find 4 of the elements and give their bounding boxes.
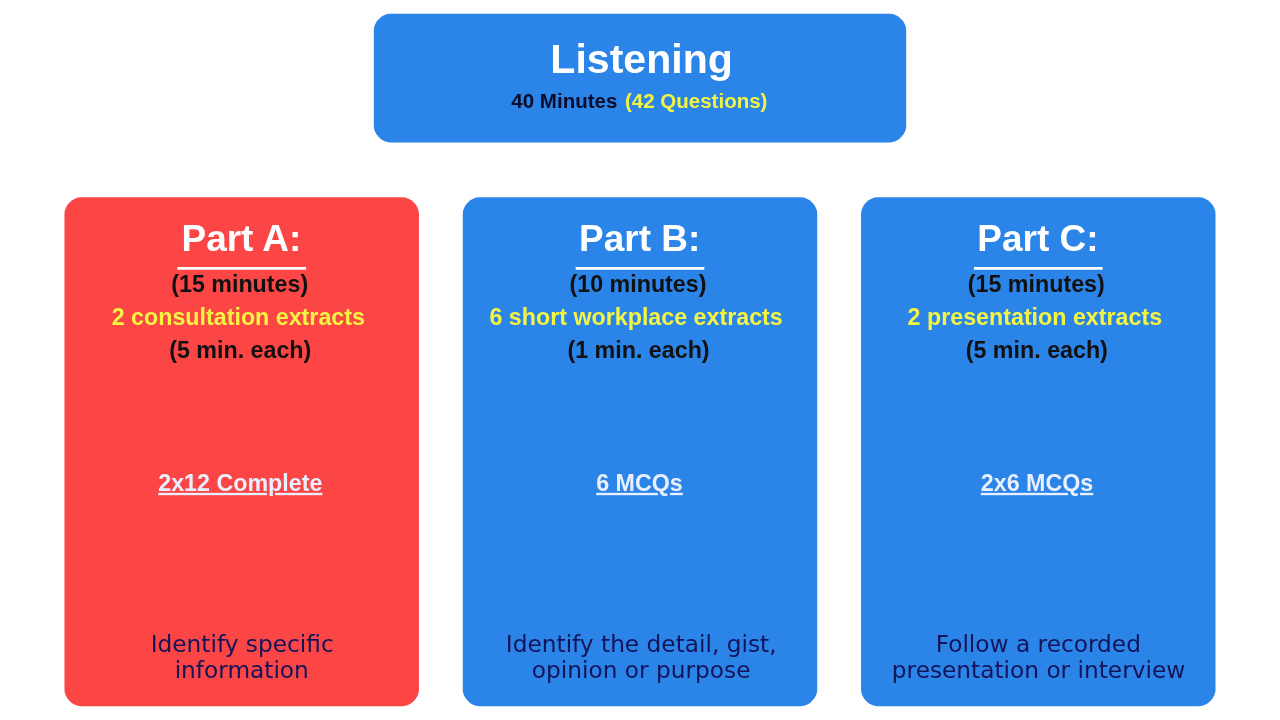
node-box: Part A: (15 minutes) 2 consultation extracts (5 min. each) 2x12 Complete Identify specific information — [64, 197, 419, 707]
node-box: Part B: (10 minutes) 6 short workplace extracts (1 min. each) 6 MCQs Identify the detail, gist, opinion or purpose — [462, 197, 818, 707]
node-box: Part C: (15 minutes) 2 presentation extracts (5 min. each) 2x6 MCQs Follow a recorded presentation or interview — [861, 197, 1216, 707]
node-box: Listening 40 Minutes (42 Questions) — [373, 13, 907, 143]
